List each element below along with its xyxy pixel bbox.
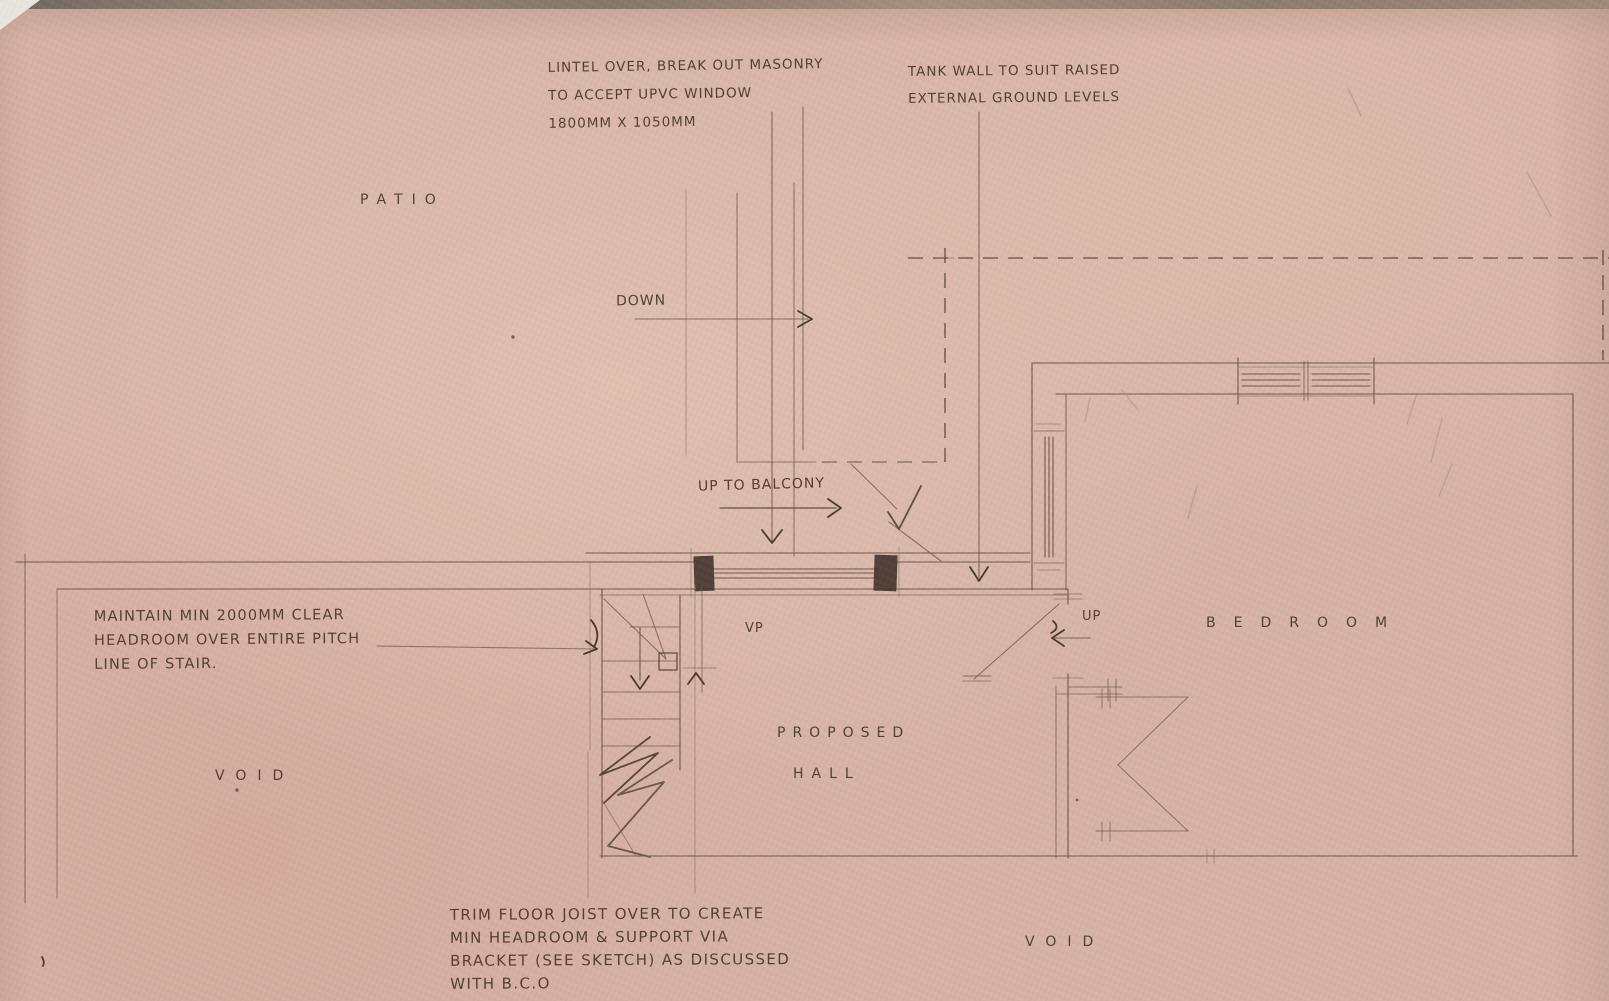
paper-marks [41, 87, 1552, 967]
hall-stair [599, 588, 681, 859]
tank-wall-leader [969, 111, 989, 582]
bedroom-walls [1031, 357, 1609, 857]
label-void-right: VOID [1025, 934, 1105, 950]
note-lintel: LINTEL OVER, BREAK OUT MASONRY TO ACCEPT… [547, 56, 824, 132]
label-proposed: PROPOSED [777, 725, 911, 741]
hall-north-wall [15, 547, 1068, 598]
photo-edge-top [0, 0, 1609, 9]
vent-pipe-and-leaders [587, 584, 717, 899]
bedroom-door [962, 588, 1123, 859]
left-void-lines [24, 553, 591, 904]
balcony-door-swing [850, 463, 942, 562]
photo-corner-topleft [0, 0, 40, 30]
label-vp: VP [745, 621, 764, 636]
label-down: DOWN [615, 292, 667, 310]
hall-south-wall [599, 848, 1578, 864]
label-patio: PATIO [360, 192, 445, 208]
note-headroom: MAINTAIN MIN 2000MM CLEAR HEADROOM OVER … [93, 607, 361, 673]
label-up-to-balcony: UP TO BALCONY [697, 475, 826, 495]
note-tank-wall: TANK WALL TO SUIT RAISED EXTERNAL GROUND… [907, 62, 1121, 107]
external-stair-lines [634, 106, 945, 557]
break-symbol-right-void [1095, 688, 1189, 842]
label-hall: HALL [793, 766, 861, 782]
label-void-left: VOID [215, 768, 295, 784]
label-bedroom: BEDROOM [1206, 615, 1406, 631]
note-trim-joist: TRIM FLOOR JOIST OVER TO CREATE MIN HEAD… [449, 904, 791, 993]
label-up: UP [1082, 609, 1102, 624]
dashed-outline-over [908, 248, 1609, 462]
headroom-leader [376, 619, 599, 655]
